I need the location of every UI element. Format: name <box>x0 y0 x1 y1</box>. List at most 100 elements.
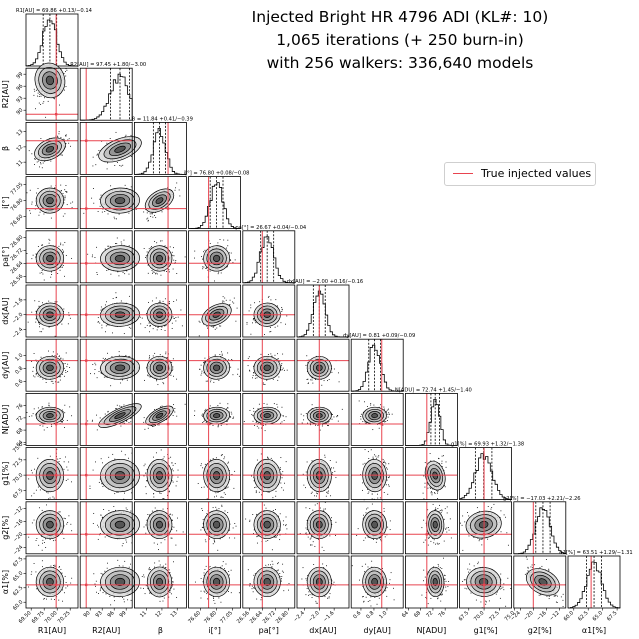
sample-point <box>120 406 122 407</box>
sample-point <box>209 242 211 244</box>
sample-point <box>217 273 219 275</box>
sample-point <box>48 242 50 244</box>
sample-point <box>305 364 307 366</box>
sample-point <box>121 243 123 245</box>
sample-point <box>90 373 91 375</box>
sample-point <box>92 165 94 167</box>
sample-point <box>202 266 204 268</box>
sample-point <box>204 361 206 362</box>
sample-point <box>129 355 131 357</box>
y-axis-label-1: R2[AU] <box>1 80 10 108</box>
sample-point <box>144 327 146 329</box>
sample-point <box>39 94 41 95</box>
sample-point <box>263 383 265 385</box>
panel-frame-6-6 <box>350 338 404 392</box>
sample-point <box>28 478 30 480</box>
sample-point <box>250 333 252 335</box>
sample-point <box>99 322 101 324</box>
y-tick-label-5-0: −2.4 <box>11 326 25 340</box>
sample-point <box>35 412 37 414</box>
sample-point <box>264 430 266 432</box>
sample-point <box>115 131 117 133</box>
sample-point <box>68 315 70 317</box>
sample-point <box>360 416 362 418</box>
y-tick-label-2-1: 12 <box>15 144 24 153</box>
truth-marker-7-2 <box>166 422 170 426</box>
sample-point <box>37 188 39 189</box>
sample-point <box>138 367 140 369</box>
sample-point <box>107 352 108 354</box>
sample-point <box>201 414 203 416</box>
sample-point <box>208 246 210 248</box>
sample-point <box>230 366 232 368</box>
sample-point <box>149 375 151 377</box>
sample-point <box>100 371 102 373</box>
sample-point <box>143 421 145 423</box>
sample-point <box>331 371 333 373</box>
panel-frame-4-0 <box>25 230 79 284</box>
sample-point <box>220 325 222 327</box>
sample-point <box>54 381 56 383</box>
sample-point <box>279 360 281 362</box>
sample-point <box>37 246 39 247</box>
sample-point <box>37 486 39 488</box>
sample-point <box>92 188 94 189</box>
panel-frame-4-1 <box>79 230 133 284</box>
sample-point <box>280 322 282 324</box>
sample-point <box>49 455 51 457</box>
sample-point <box>175 320 177 322</box>
y-axis-label-6: dy[AU] <box>1 352 10 379</box>
sample-point <box>93 202 95 204</box>
sample-point <box>115 292 117 294</box>
sample-point <box>173 259 175 261</box>
sample-point <box>277 406 279 408</box>
sample-point <box>225 299 227 301</box>
sample-point <box>98 371 100 372</box>
legend-swatch-truth <box>453 173 473 174</box>
sample-point <box>199 368 201 370</box>
sample-point <box>166 246 168 248</box>
sample-point <box>148 322 150 324</box>
contour-6-0-3 <box>46 364 54 372</box>
sample-point <box>270 353 272 355</box>
sample-point <box>35 205 37 207</box>
sample-point <box>217 426 219 428</box>
sample-point <box>43 429 45 431</box>
contour-6-3-3 <box>212 364 221 372</box>
sample-point <box>213 381 215 383</box>
sample-point <box>254 320 256 322</box>
sample-point <box>163 270 165 272</box>
sample-point <box>231 359 233 360</box>
sample-point <box>209 405 211 407</box>
y-tick-label-2-2: 13 <box>15 129 24 138</box>
sample-point <box>321 384 323 386</box>
sample-point <box>118 213 120 215</box>
sample-point <box>200 374 202 376</box>
sample-point <box>337 372 339 374</box>
sample-point <box>252 420 254 422</box>
sample-point <box>37 375 39 377</box>
sample-point <box>281 363 283 365</box>
sample-point <box>272 378 274 380</box>
sample-point <box>217 405 219 406</box>
sample-point <box>41 272 43 273</box>
sample-point <box>26 192 28 194</box>
sample-point <box>171 369 173 371</box>
sample-point <box>32 366 34 368</box>
sample-point <box>34 90 36 92</box>
sample-point <box>312 382 314 384</box>
sample-point <box>202 415 203 417</box>
sample-point <box>66 366 68 368</box>
sample-point <box>253 410 255 412</box>
sample-point <box>87 420 89 422</box>
sample-point <box>161 211 163 213</box>
sample-point <box>70 145 71 147</box>
sample-point <box>152 328 154 330</box>
sample-point <box>42 425 44 427</box>
truth-marker-7-1 <box>85 422 88 426</box>
sample-point <box>97 317 99 319</box>
sample-point <box>48 404 50 406</box>
sample-point <box>62 265 64 266</box>
panel-frame-3-2 <box>133 176 187 230</box>
panel-frame-5-1 <box>79 284 133 338</box>
